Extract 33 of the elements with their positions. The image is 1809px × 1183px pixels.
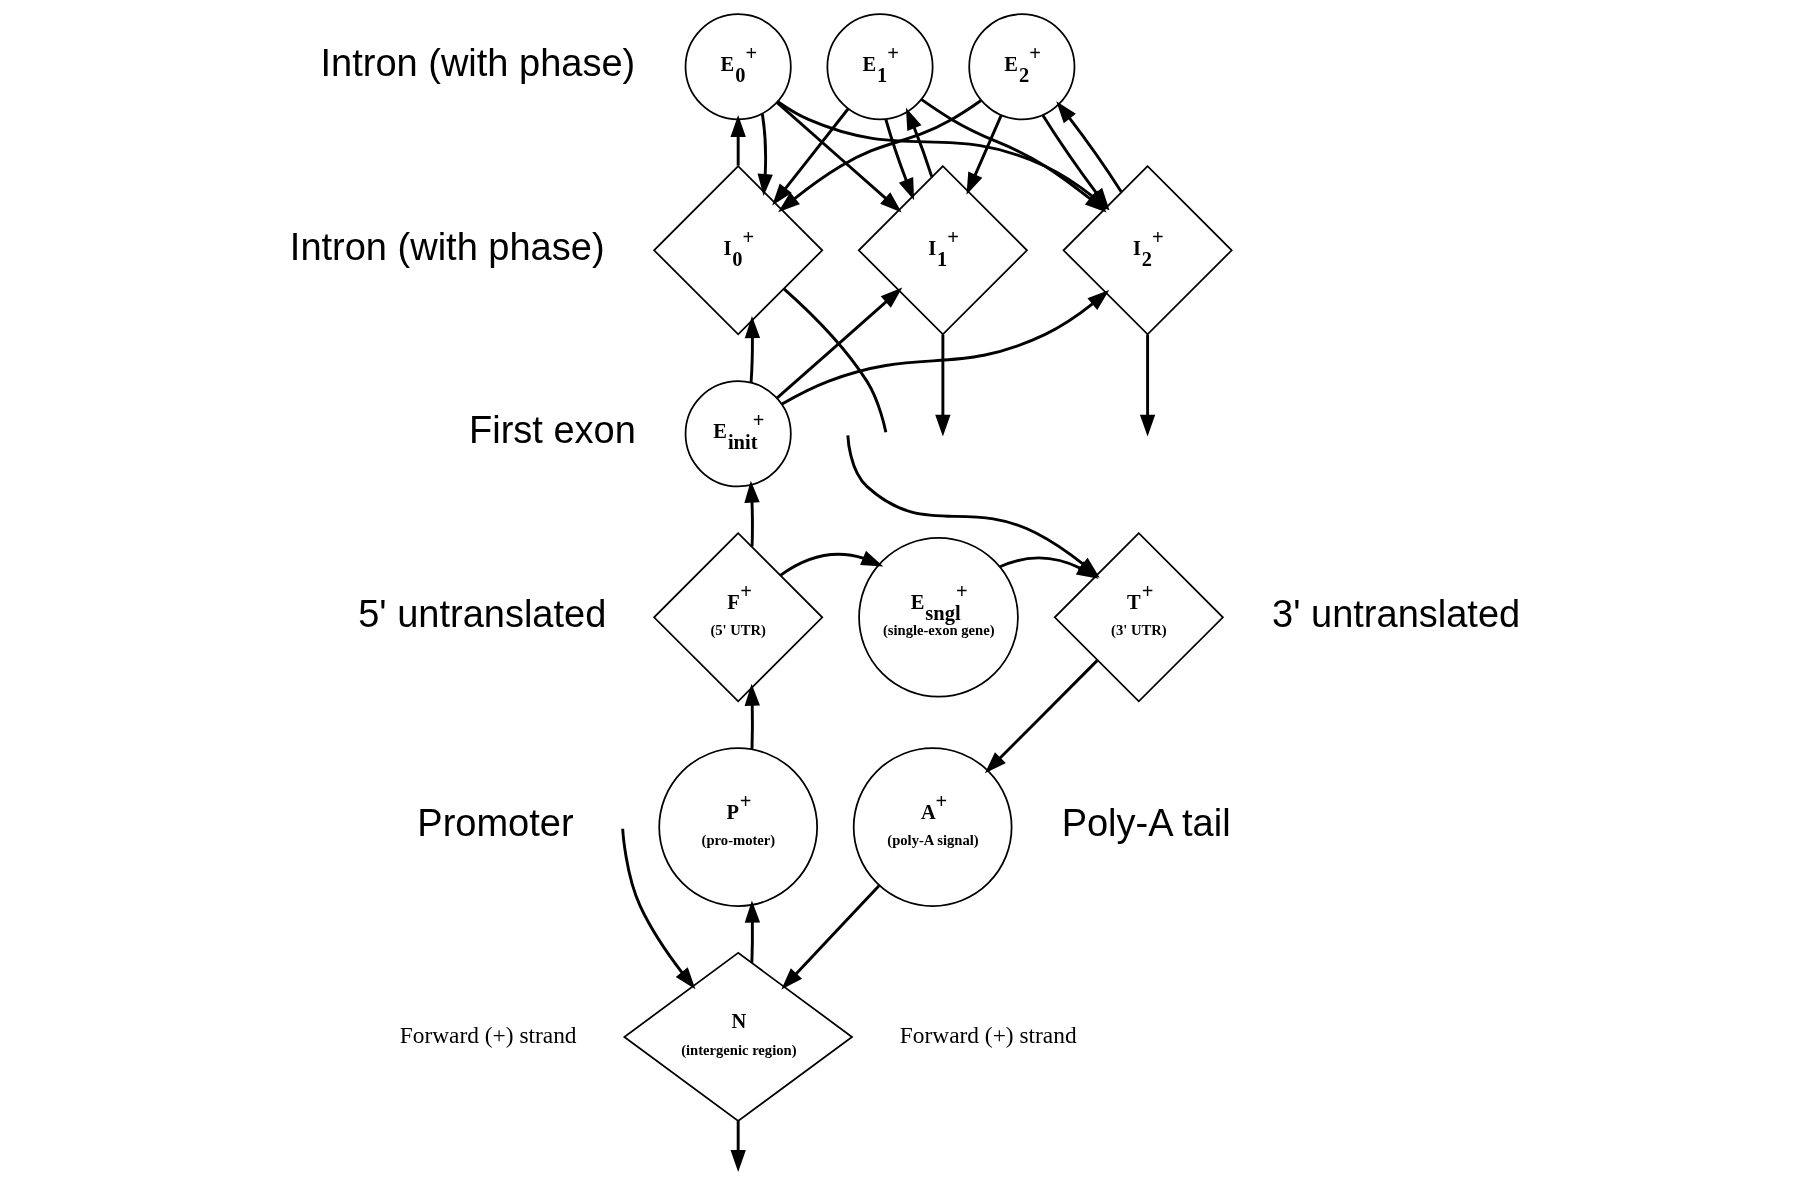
arrow	[730, 115, 746, 166]
arrow	[744, 900, 761, 963]
node-label: Poly-A tail	[1061, 802, 1231, 845]
arrow	[966, 115, 1003, 195]
arrow	[984, 659, 1099, 774]
label: Forward (+) strand	[399, 1021, 577, 1048]
arrow	[776, 287, 903, 399]
label: Forward (+) strand	[899, 1021, 1077, 1048]
arrow	[781, 290, 1110, 406]
arrow	[935, 334, 951, 437]
arrow	[905, 107, 934, 178]
arrow	[1056, 101, 1123, 193]
connector	[783, 288, 888, 433]
arrow	[781, 884, 881, 990]
node-label: First exon	[469, 409, 636, 451]
arrow	[757, 113, 773, 196]
node-label: Intron (with phase)	[320, 41, 636, 84]
arrow	[776, 101, 902, 213]
arrow	[779, 550, 884, 577]
arrow	[884, 119, 915, 201]
node-label: Promoter	[417, 802, 574, 845]
node-label: 3' untranslated	[1272, 592, 1521, 635]
node-diamond: N (intergenic region)	[622, 951, 854, 1123]
arrow	[621, 828, 696, 990]
arrow	[730, 1121, 746, 1172]
arrow	[778, 99, 982, 213]
arrow	[772, 107, 850, 206]
arrow	[744, 683, 760, 749]
arrow	[744, 480, 760, 547]
node-label: Intron (with phase)	[289, 225, 605, 268]
node-label: 5' untranslated	[358, 592, 607, 635]
arrow	[1139, 334, 1156, 437]
arrow	[744, 316, 761, 383]
